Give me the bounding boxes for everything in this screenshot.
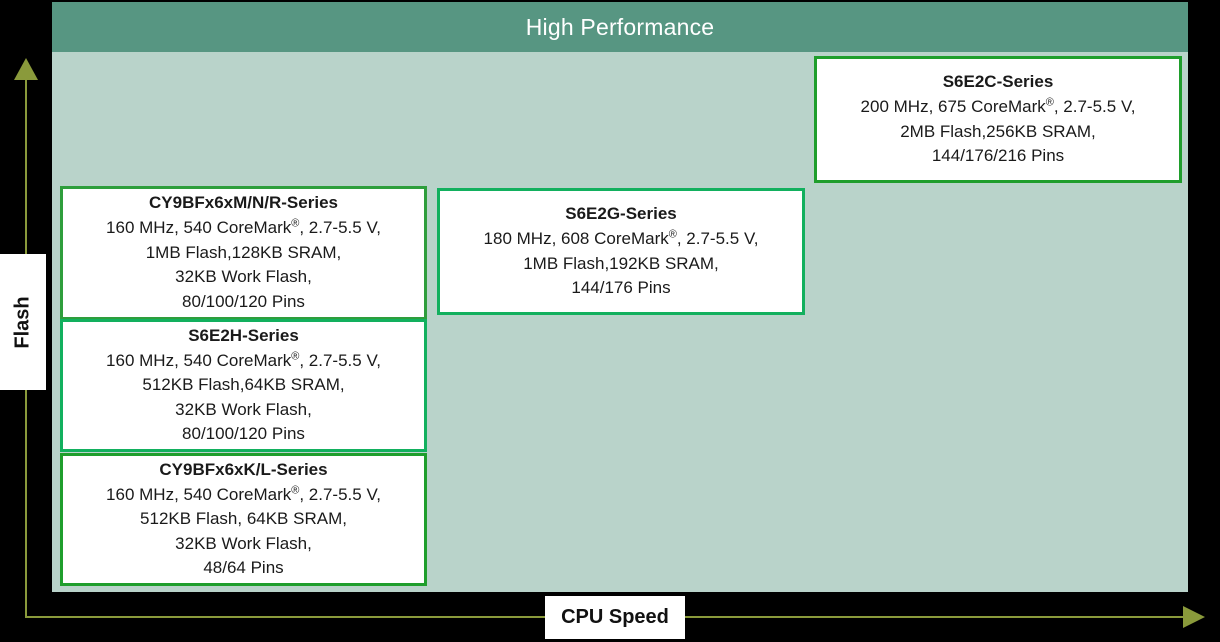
registered-trademark-icon: ® <box>668 228 677 241</box>
y-axis-arrow-icon <box>14 58 38 80</box>
registered-trademark-icon: ® <box>1045 96 1054 109</box>
product-spec-line-1: 180 MHz, 608 CoreMark®, 2.7-5.5 V, <box>484 227 759 252</box>
product-spec-line-1: 200 MHz, 675 CoreMark®, 2.7-5.5 V, <box>861 95 1136 120</box>
product-spec-line-2: 2MB Flash,256KB SRAM, <box>900 121 1096 141</box>
spec-text: 160 MHz, 540 CoreMark <box>106 350 292 370</box>
product-spec-line-1: 160 MHz, 540 CoreMark®, 2.7-5.5 V, <box>106 216 381 241</box>
product-title-cy9bfx6xmnr: CY9BFx6xM/N/R-Series <box>149 193 338 213</box>
chart-title: High Performance <box>525 13 715 40</box>
registered-trademark-icon: ® <box>291 349 300 362</box>
product-box-s6e2g[interactable]: S6E2G-Series 180 MHz, 608 CoreMark®, 2.7… <box>437 188 805 315</box>
product-spec-line-3: 32KB Work Flash, <box>175 533 312 553</box>
x-axis-label-text: CPU Speed <box>561 606 669 628</box>
product-spec-line-3: 32KB Work Flash, <box>175 267 312 287</box>
spec-text-tail: , 2.7-5.5 V, <box>299 484 381 504</box>
registered-trademark-icon: ® <box>291 217 300 230</box>
product-box-s6e2h[interactable]: S6E2H-Series 160 MHz, 540 CoreMark®, 2.7… <box>60 319 427 452</box>
product-spec-line-4: 80/100/120 Pins <box>182 424 305 444</box>
product-title-s6e2h: S6E2H-Series <box>188 325 299 345</box>
product-spec-line-4: 80/100/120 Pins <box>182 291 305 311</box>
product-title-s6e2g: S6E2G-Series <box>565 204 677 224</box>
product-spec-line-1: 160 MHz, 540 CoreMark®, 2.7-5.5 V, <box>106 349 381 374</box>
product-box-s6e2c[interactable]: S6E2C-Series 200 MHz, 675 CoreMark®, 2.7… <box>814 56 1182 183</box>
product-spec-line-3: 32KB Work Flash, <box>175 399 312 419</box>
product-spec-line-3: 144/176 Pins <box>571 278 671 298</box>
product-spec-line-2: 512KB Flash,64KB SRAM, <box>142 375 345 395</box>
x-axis-arrow-icon <box>1183 606 1205 628</box>
product-title-cy9bfx6xkl: CY9BFx6xK/L-Series <box>159 459 328 479</box>
product-spec-line-2: 1MB Flash,192KB SRAM, <box>523 253 719 273</box>
registered-trademark-icon: ® <box>291 483 300 496</box>
high-performance-header-band: High Performance <box>52 2 1188 52</box>
product-spec-line-4: 48/64 Pins <box>203 558 284 578</box>
spec-text: 180 MHz, 608 CoreMark <box>483 228 669 248</box>
spec-text-tail: , 2.7-5.5 V, <box>1053 96 1136 116</box>
product-spec-line-1: 160 MHz, 540 CoreMark®, 2.7-5.5 V, <box>106 483 381 508</box>
spec-text: 200 MHz, 675 CoreMark <box>860 96 1046 116</box>
spec-text: 160 MHz, 540 CoreMark <box>106 484 292 504</box>
spec-text-tail: , 2.7-5.5 V, <box>299 350 381 370</box>
spec-text-tail: , 2.7-5.5 V, <box>299 218 381 238</box>
product-title-s6e2c: S6E2C-Series <box>942 72 1054 92</box>
x-axis-label: CPU Speed <box>545 596 685 639</box>
product-spec-line-3: 144/176/216 Pins <box>931 146 1065 166</box>
y-axis-label-text: Flash <box>11 295 34 349</box>
product-spec-line-2: 1MB Flash,128KB SRAM, <box>145 242 342 262</box>
spec-text: 160 MHz, 540 CoreMark <box>106 218 292 238</box>
spec-text-tail: , 2.7-5.5 V, <box>676 228 759 248</box>
y-axis-label: Flash <box>0 254 46 390</box>
product-box-cy9bfx6xmnr[interactable]: CY9BFx6xM/N/R-Series 160 MHz, 540 CoreMa… <box>60 186 427 320</box>
product-box-cy9bfx6xkl[interactable]: CY9BFx6xK/L-Series 160 MHz, 540 CoreMark… <box>60 453 427 586</box>
product-spec-line-2: 512KB Flash, 64KB SRAM, <box>140 509 347 529</box>
